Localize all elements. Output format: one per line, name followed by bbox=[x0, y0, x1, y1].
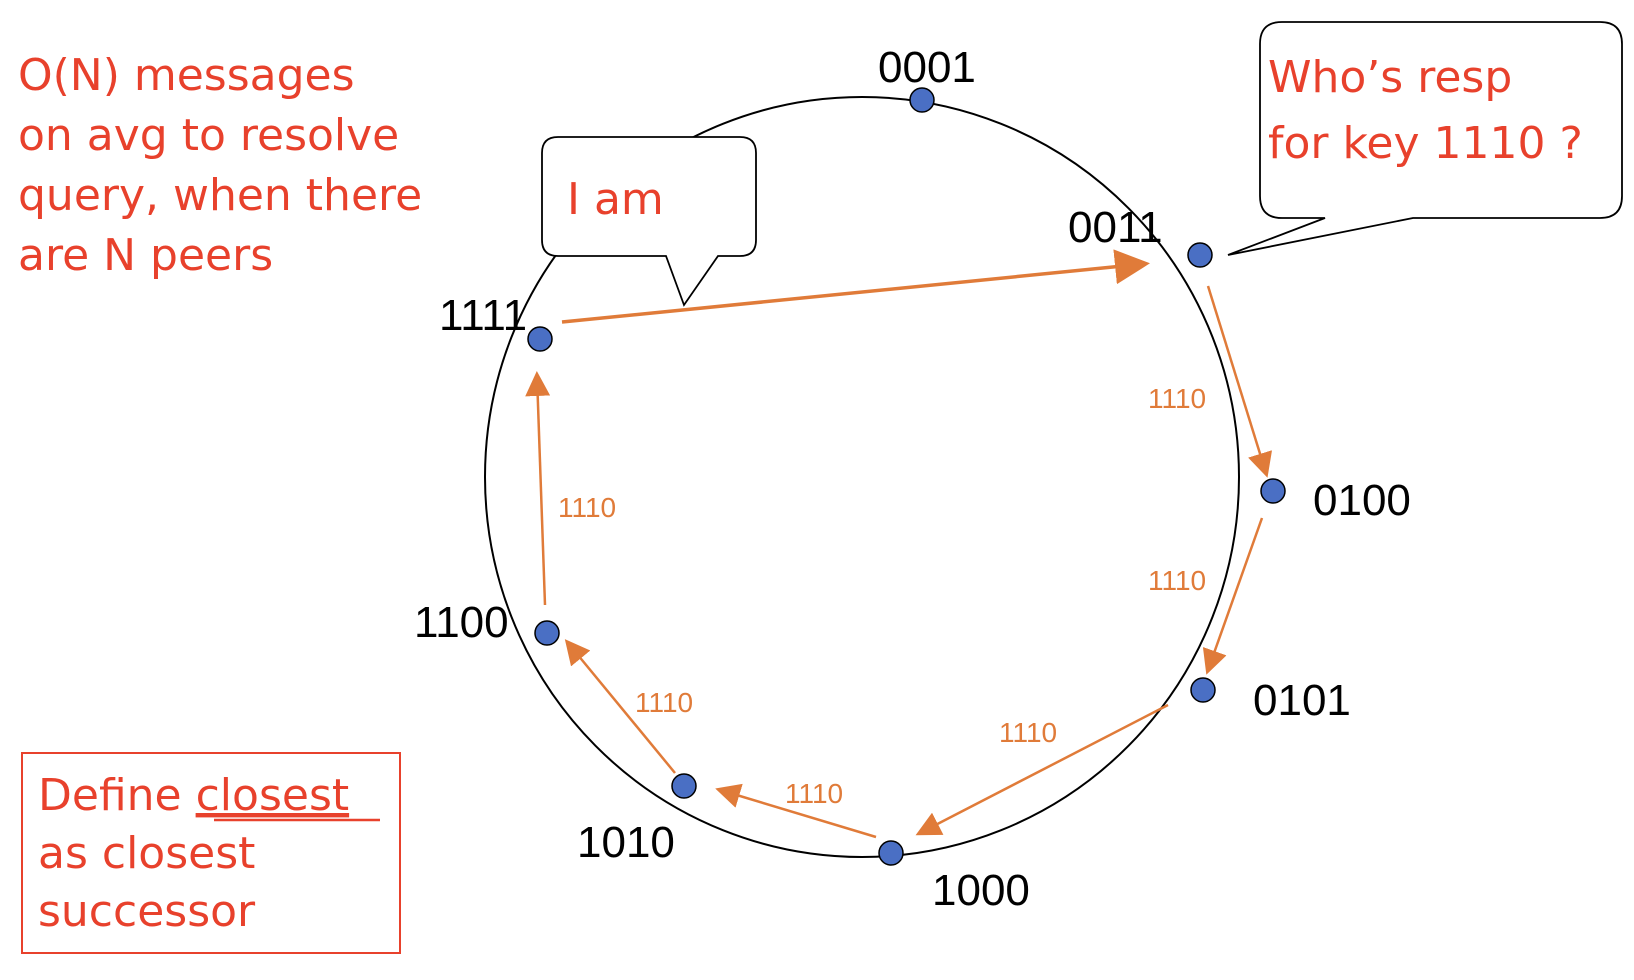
node-0101[interactable] bbox=[1190, 677, 1216, 703]
node-label: 1000 bbox=[932, 866, 1030, 915]
definition-line: as closest bbox=[38, 828, 255, 879]
message-arrow-0100-0101 bbox=[1202, 517, 1264, 675]
message-arrow-0011-0100 bbox=[1206, 285, 1273, 478]
node-0100[interactable] bbox=[1260, 478, 1286, 504]
query-text-line: Who’s resp bbox=[1268, 52, 1512, 103]
node-label: 1111 bbox=[439, 291, 527, 340]
message-label: 1110 bbox=[785, 778, 843, 809]
message-label: 1110 bbox=[1148, 383, 1206, 414]
message-label: 1110 bbox=[635, 687, 693, 718]
message-arrow-1100-1111 bbox=[525, 371, 551, 606]
complexity-note-line: on avg to resolve bbox=[18, 110, 399, 161]
message-arrow-1010-1100 bbox=[564, 639, 676, 774]
message-arrow-1000-1010 bbox=[715, 783, 877, 839]
chord-ring bbox=[484, 96, 1240, 858]
definition-line-1: Define closest bbox=[38, 770, 349, 821]
definition-prefix: Define bbox=[38, 770, 196, 821]
node-label: 0101 bbox=[1253, 676, 1351, 725]
complexity-note-line: query, when there bbox=[18, 170, 422, 221]
node-1100[interactable] bbox=[534, 620, 560, 646]
definition-box bbox=[21, 752, 401, 954]
reply-text: I am bbox=[567, 174, 664, 225]
node-0011[interactable] bbox=[1187, 242, 1213, 268]
node-1000[interactable] bbox=[878, 840, 904, 866]
definition-line: successor bbox=[38, 886, 256, 937]
node-label: 0001 bbox=[878, 43, 976, 92]
complexity-note-line: are N peers bbox=[18, 230, 273, 281]
message-label: 1110 bbox=[999, 717, 1057, 748]
node-label: 1100 bbox=[414, 598, 509, 647]
definition-underlined-word: closest bbox=[196, 770, 350, 821]
node-0001[interactable] bbox=[909, 87, 935, 113]
message-arrow-0101-1000 bbox=[915, 703, 1169, 836]
node-label: 0011 bbox=[1068, 203, 1163, 252]
query-text-line: for key 1110 ? bbox=[1268, 118, 1583, 169]
node-label: 1010 bbox=[577, 818, 675, 867]
node-1111[interactable] bbox=[527, 326, 553, 352]
reply-arrow-1111-0011 bbox=[561, 249, 1150, 324]
node-1010[interactable] bbox=[671, 773, 697, 799]
message-label: 1110 bbox=[1148, 565, 1206, 596]
message-label: 1110 bbox=[558, 492, 616, 523]
complexity-note-line: O(N) messages bbox=[18, 50, 355, 101]
reply-speech-bubble bbox=[541, 136, 757, 307]
node-label: 0100 bbox=[1313, 476, 1411, 525]
query-speech-bubble bbox=[1227, 21, 1623, 256]
